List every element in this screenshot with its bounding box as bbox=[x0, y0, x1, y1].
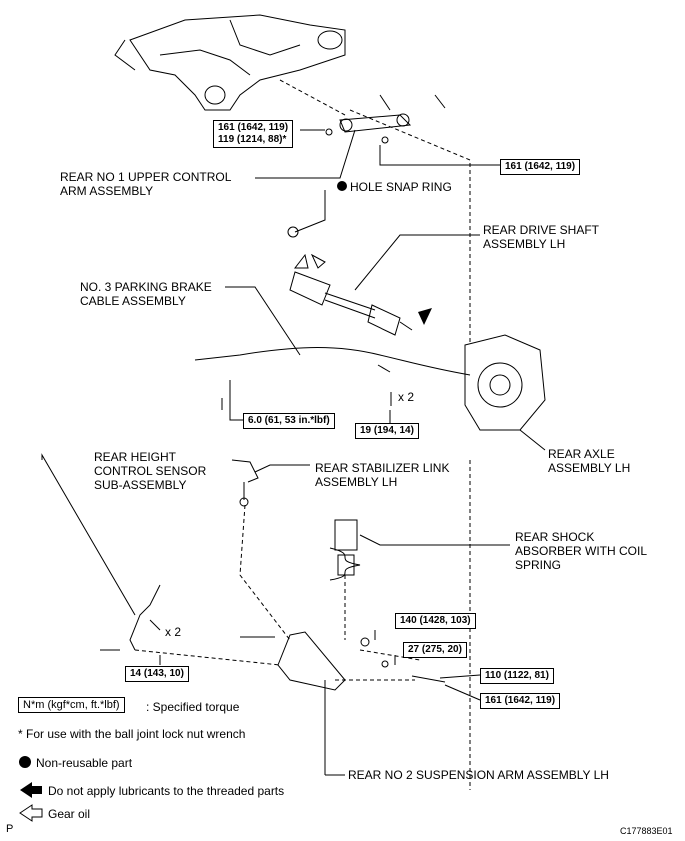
torque-value-box: 140 (1428, 103) bbox=[395, 613, 476, 629]
torque-value-box: 161 (1642, 119) 119 (1214, 88)* bbox=[213, 120, 294, 148]
torque-legend-text: : Specified torque bbox=[146, 700, 240, 714]
shock-absorber bbox=[329, 519, 361, 581]
gear-oil-legend: Gear oil bbox=[48, 807, 91, 821]
stabilizer-link bbox=[231, 459, 259, 507]
shock-label: REAR SHOCK ABSORBER WITH COIL SPRING bbox=[515, 530, 648, 572]
torque-value-box: 161 (1642, 119) bbox=[500, 159, 581, 175]
stabilizer-link-label: REAR STABILIZER LINK ASSEMBLY LH bbox=[315, 461, 450, 489]
filled-arrow-icon bbox=[418, 308, 432, 325]
parking-brake-cable bbox=[194, 347, 471, 410]
torque-value-box: 19 (194, 14) bbox=[355, 423, 419, 439]
legend-hollow-arrow-icon bbox=[19, 804, 43, 822]
no-lubricant-legend: Do not apply lubricants to the threaded … bbox=[48, 784, 285, 798]
height-sensor-label: REAR HEIGHT CONTROL SENSOR SUB-ASSEMBLY bbox=[94, 450, 207, 492]
rear-subframe bbox=[114, 14, 346, 111]
legend-filled-circle-icon bbox=[19, 756, 31, 768]
torque-value-box: 161 (1642, 119) bbox=[480, 693, 561, 709]
torque-value-box: 27 (275, 20) bbox=[403, 642, 467, 658]
drive-shaft bbox=[287, 226, 413, 336]
torque-value-box: 6.0 (61, 53 in.*lbf) bbox=[243, 413, 335, 429]
upper-control-arm bbox=[325, 94, 446, 144]
drive-shaft-label: REAR DRIVE SHAFT ASSEMBLY LH bbox=[483, 223, 600, 251]
legend-filled-arrow-icon bbox=[20, 782, 42, 798]
figure-code: C177883E01 bbox=[620, 826, 673, 836]
upper-arm-label: REAR NO 1 UPPER CONTROL ARM ASSEMBLY bbox=[60, 170, 232, 198]
suspension-arm bbox=[240, 631, 446, 691]
axle-label: REAR AXLE ASSEMBLY LH bbox=[548, 447, 631, 475]
torque-value-box: 14 (143, 10) bbox=[125, 666, 189, 682]
page-letter: P bbox=[6, 823, 14, 835]
ball-joint-note: * For use with the ball joint lock nut w… bbox=[18, 727, 246, 741]
parking-cable-label: NO. 3 PARKING BRAKE CABLE ASSEMBLY bbox=[80, 280, 212, 308]
multiplier-label: x 2 bbox=[398, 390, 415, 404]
filled-circle-icon bbox=[337, 181, 347, 191]
non-reusable-legend: Non-reusable part bbox=[36, 756, 133, 770]
multiplier-label: x 2 bbox=[165, 625, 182, 639]
torque-value-box: 110 (1122, 81) bbox=[480, 668, 554, 684]
rear-axle bbox=[464, 334, 546, 431]
arm2-label: REAR NO 2 SUSPENSION ARM ASSEMBLY LH bbox=[348, 768, 609, 782]
snap-ring-label: HOLE SNAP RING bbox=[350, 180, 452, 194]
torque-unit-box: N*m (kgf*cm, ft.*lbf) bbox=[18, 697, 125, 713]
hollow-arrow-icon bbox=[293, 253, 326, 269]
height-sensor bbox=[100, 584, 161, 651]
